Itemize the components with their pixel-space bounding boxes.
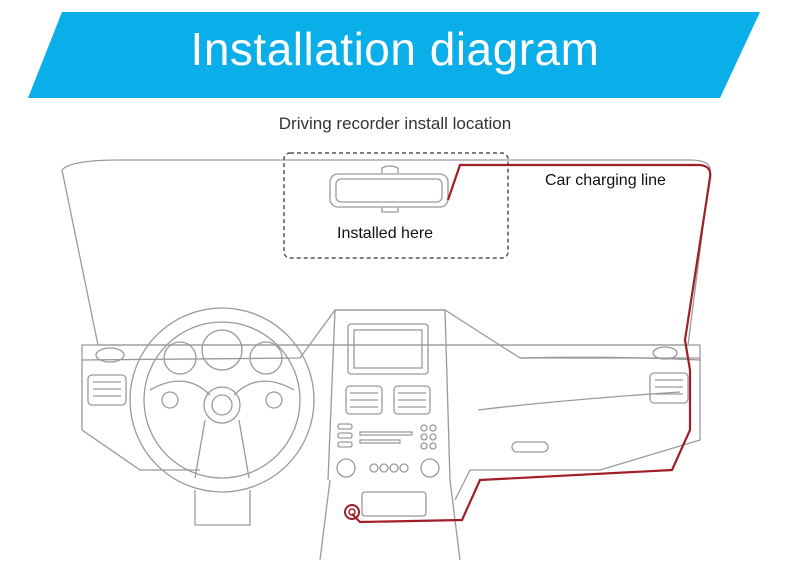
gauge-center	[201, 329, 243, 371]
car-interior-diagram	[61, 152, 712, 561]
steering-wheel	[129, 307, 315, 493]
gauge-right	[249, 341, 283, 375]
steering-column	[194, 490, 251, 526]
infotainment-screen	[347, 323, 429, 375]
banner-shape	[28, 12, 760, 98]
glovebox-line	[477, 391, 681, 411]
title-banner	[28, 12, 760, 98]
rear-view-mirror	[329, 173, 449, 208]
mirror-bottom-clip	[381, 207, 399, 213]
mirror-mount	[381, 165, 399, 173]
installed-here-label: Installed here	[337, 225, 434, 242]
left-side-vent	[87, 374, 127, 406]
center-vent-right	[393, 385, 431, 415]
right-side-vent	[649, 372, 689, 404]
charging-cable	[351, 163, 712, 524]
button-right	[265, 391, 283, 409]
steering-hub	[203, 386, 241, 424]
left-speaker	[95, 347, 125, 363]
button-left	[161, 391, 179, 409]
lower-console-tray	[361, 491, 427, 517]
charging-line-label: Car charging line	[545, 172, 666, 189]
dash-camera	[335, 178, 443, 203]
install-location-box	[283, 152, 509, 259]
radio-controls	[336, 423, 440, 478]
gauge-left	[163, 341, 197, 375]
center-vent-left	[345, 385, 383, 415]
dashboard-left	[81, 360, 200, 471]
glovebox-handle	[511, 441, 549, 453]
page-title: Installation diagram	[190, 23, 600, 75]
right-speaker	[652, 346, 678, 360]
diagram-subtitle: Driving recorder install location	[278, 114, 512, 133]
dashboard-top	[81, 309, 701, 361]
cigarette-lighter-socket	[344, 504, 360, 520]
